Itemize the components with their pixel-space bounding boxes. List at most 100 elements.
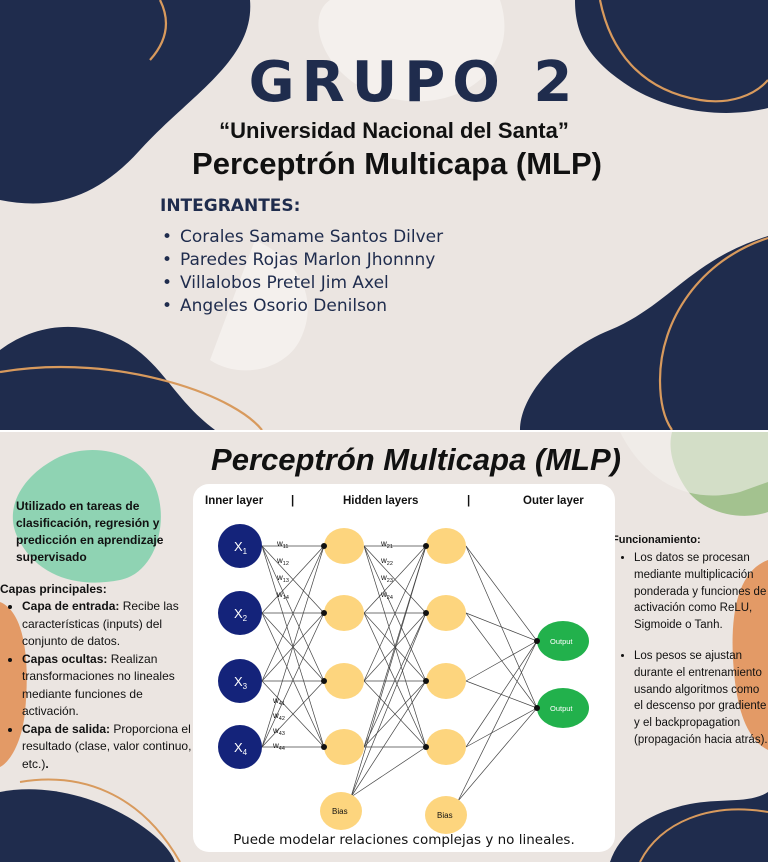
weight-label: w42 xyxy=(272,711,285,722)
bias-connection-line xyxy=(350,612,427,798)
member-item: Villalobos Pretel Jim Axel xyxy=(162,272,443,295)
slide1-topic: Perceptrón Multicapa (MLP) xyxy=(192,146,602,181)
diagram-header-label: | xyxy=(291,495,294,507)
node-input-dot xyxy=(423,744,429,750)
members-list: Corales Samame Santos Dilver Paredes Roj… xyxy=(162,226,443,318)
bias-connection-line xyxy=(350,545,427,798)
group-title: GRUPO 2 xyxy=(248,50,580,115)
input-node xyxy=(218,524,262,568)
input-node xyxy=(218,591,262,635)
member-item: Paredes Rojas Marlon Jhonnny xyxy=(162,249,443,272)
layer-item: Capa de entrada: Recibe las característi… xyxy=(22,598,194,651)
content-slide: Perceptrón Multicapa (MLP) Utilizado en … xyxy=(0,432,768,862)
hidden-node xyxy=(426,595,466,631)
weight-label: w43 xyxy=(272,726,285,737)
layer-label: Capa de salida: xyxy=(22,721,111,736)
bias-connection-line xyxy=(350,680,427,798)
layer-item: Capas ocultas: Realizan transformaciones… xyxy=(22,651,194,721)
diagram-header-label: Inner layer xyxy=(205,495,264,507)
weight-label: w44 xyxy=(272,741,285,752)
output-node-label: Output xyxy=(550,637,573,646)
node-input-dot xyxy=(321,610,327,616)
slide2-title: Perceptrón Multicapa (MLP) xyxy=(211,442,621,477)
weight-label: w14 xyxy=(276,590,289,601)
slide2-background xyxy=(0,432,768,862)
weight-label: w21 xyxy=(380,539,393,550)
node-input-dot xyxy=(423,543,429,549)
bias-node xyxy=(320,792,362,830)
hidden-node xyxy=(426,528,466,564)
function-item: Los pesos se ajustan durante el entrenam… xyxy=(634,648,768,749)
connection-line xyxy=(261,545,325,748)
node-input-dot xyxy=(321,543,327,549)
layers-list: Capa de entrada: Recibe las característi… xyxy=(0,598,194,773)
connection-line xyxy=(465,612,538,709)
output-node-label: Output xyxy=(550,704,573,713)
connection-line xyxy=(465,640,538,748)
diagram-header-label: Hidden layers xyxy=(343,495,418,507)
output-node xyxy=(537,688,589,728)
diagram-header-label: Outer layer xyxy=(523,495,584,507)
weight-label: w23 xyxy=(380,573,393,584)
weight-label: w24 xyxy=(380,590,393,601)
member-item: Corales Samame Santos Dilver xyxy=(162,226,443,249)
function-heading: Funcionamiento: xyxy=(612,534,701,546)
bias-node-label: Bias xyxy=(332,807,348,816)
hidden-node xyxy=(324,595,364,631)
input-node xyxy=(218,725,262,769)
node-input-dot xyxy=(423,678,429,684)
layer-suffix: . xyxy=(45,756,49,771)
title-slide: GRUPO 2 “Universidad Nacional del Santa”… xyxy=(0,0,768,430)
members-heading: INTEGRANTES: xyxy=(160,196,301,216)
connection-line xyxy=(465,707,538,748)
connection-line xyxy=(363,680,427,748)
connection-line xyxy=(465,545,538,642)
layer-text: Proporciona el resultado (clase, valor c… xyxy=(22,721,192,771)
weight-label: w41 xyxy=(272,696,285,707)
weight-label: w13 xyxy=(276,573,289,584)
connection-line xyxy=(465,612,538,642)
bias-node-label: Bias xyxy=(437,811,453,820)
node-input-dot xyxy=(321,744,327,750)
weight-label: w11 xyxy=(276,539,289,550)
bias-connection-line xyxy=(350,746,427,798)
hidden-node xyxy=(324,528,364,564)
weight-label: w22 xyxy=(380,556,393,567)
function-list: Los datos se procesan mediante multiplic… xyxy=(612,550,768,763)
connection-line xyxy=(363,545,427,614)
layer-label: Capa de entrada: xyxy=(22,599,120,613)
hidden-node xyxy=(324,729,364,765)
member-item: Angeles Osorio Denilson xyxy=(162,295,443,318)
layer-text: Realizan transformaciones no lineales me… xyxy=(22,651,175,719)
node-input-dot xyxy=(321,678,327,684)
layers-heading: Capas principales: xyxy=(0,582,107,596)
hidden-node xyxy=(324,663,364,699)
connection-line xyxy=(261,680,325,748)
node-input-dot xyxy=(534,705,540,711)
weight-label: w12 xyxy=(276,556,289,567)
connection-line xyxy=(363,545,427,682)
input-node xyxy=(218,659,262,703)
bias-connection-line xyxy=(457,640,538,802)
hidden-node xyxy=(426,663,466,699)
output-node xyxy=(537,621,589,661)
connection-line xyxy=(261,545,325,682)
university-name: “Universidad Nacional del Santa” xyxy=(219,118,569,143)
bias-node xyxy=(425,796,467,834)
connection-line xyxy=(465,640,538,682)
slide1-background xyxy=(0,0,768,430)
hidden-node xyxy=(426,729,466,765)
diagram-caption: Puede modelar relaciones complejas y no … xyxy=(233,832,575,848)
mlp-network-diagram: Inner layer|Hidden layers|Outer layerX1X… xyxy=(205,495,589,834)
layer-item: Capa de salida: Proporciona el resultado… xyxy=(22,721,194,774)
layer-label: Capas ocultas: xyxy=(22,651,108,666)
function-item: Los datos se procesan mediante multiplic… xyxy=(634,550,768,634)
connection-line xyxy=(261,612,325,748)
node-input-dot xyxy=(534,638,540,644)
bias-connection-line xyxy=(457,707,538,802)
connection-line xyxy=(261,545,325,614)
node-input-dot xyxy=(423,610,429,616)
connection-line xyxy=(363,612,427,748)
layer-text: Recibe las características (inputs) del … xyxy=(22,599,179,648)
